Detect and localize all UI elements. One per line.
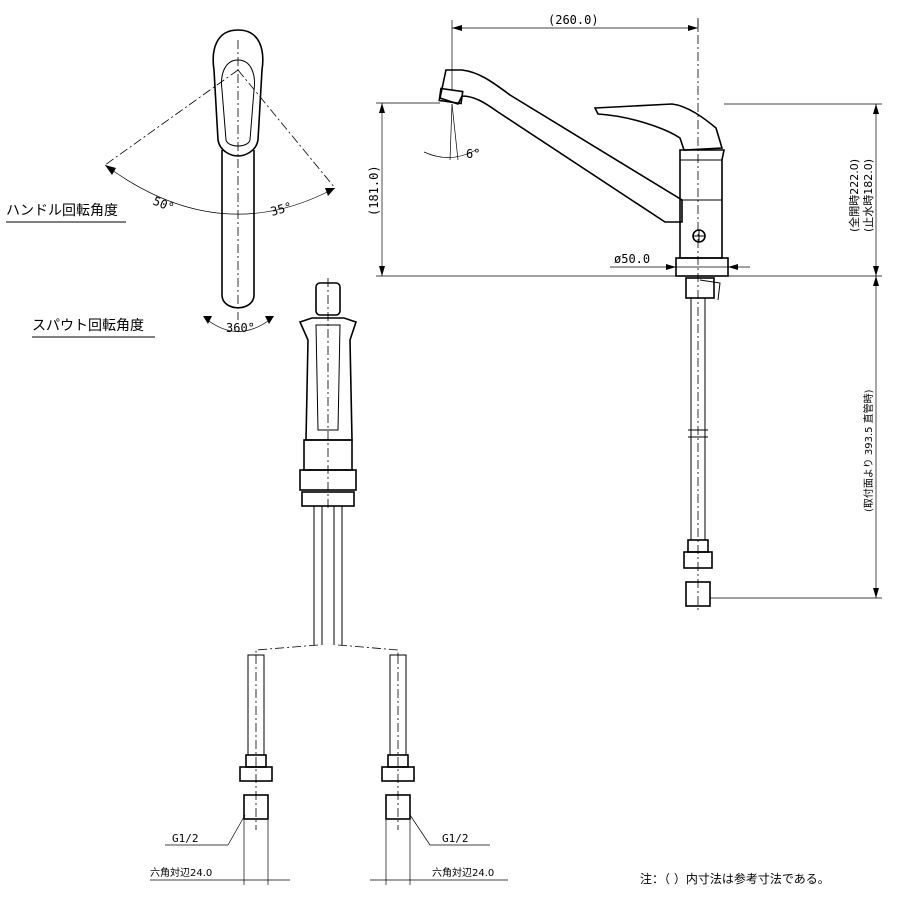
tilt-angle-label: 6° <box>466 147 480 161</box>
side-shank <box>685 277 715 299</box>
diameter-label: ø50.0 <box>614 252 650 266</box>
dia-arrow-left <box>666 264 676 270</box>
spout-arc-arrow-left <box>203 316 212 324</box>
right-supply: G1/2 六角対辺24.0 <box>370 654 508 885</box>
total-open-label: (全開時222.0) <box>847 159 861 232</box>
arc-arrow-left <box>105 165 116 175</box>
stop-water-label: (止水時182.0) <box>862 159 875 232</box>
spout-arc <box>204 317 273 332</box>
height-arrow-top <box>379 103 385 113</box>
width-arrow-right <box>688 25 698 31</box>
angle-arc <box>104 164 336 215</box>
right-lower-arrow-bottom <box>873 588 879 598</box>
angle-left-label: 50° <box>151 194 176 215</box>
arc-arrow-right <box>325 188 335 196</box>
width-dim-label: (260.0) <box>548 13 599 27</box>
left-supply: G1/2 六角対辺24.0 <box>150 654 290 885</box>
angle-left-line <box>104 69 239 166</box>
spout-angle-label: 360° <box>226 321 255 335</box>
side-view: 6° (260.0) (181.0) ø50.0 (全開時222.0) (止水時… <box>367 13 882 610</box>
water-flow-1 <box>449 103 453 161</box>
water-flow-2 <box>451 103 459 161</box>
angle-right-line <box>237 69 336 189</box>
right-leader <box>409 814 431 846</box>
tilt-arc <box>423 149 477 158</box>
height-dim-label: (181.0) <box>367 165 381 216</box>
side-spout-arm <box>439 69 683 223</box>
front-handle-body <box>298 317 358 441</box>
right-upper-arrow-top <box>873 104 879 114</box>
side-shank-detail <box>699 279 721 301</box>
side-nozzle <box>438 87 464 105</box>
right-hex-label: 六角対辺24.0 <box>432 866 494 879</box>
hose-split-dashed <box>255 644 399 655</box>
left-leader <box>227 814 246 846</box>
spout-rotation-label: スパウト回転角度 <box>32 318 144 334</box>
angle-right-label: 35° <box>269 199 294 218</box>
rotation-view: 50° 35° 360° ハンドル回転角度 スパウト回転角度 <box>6 29 336 338</box>
spout-arc-arrow-right <box>265 316 274 324</box>
front-view <box>255 278 399 655</box>
hose-length-label: (取付面より 393.5 直管時) <box>862 389 875 512</box>
height-arrow-bottom <box>379 266 385 276</box>
front-handle-inner <box>315 324 341 431</box>
left-thread-label: G1/2 <box>172 832 199 845</box>
right-thread-label: G1/2 <box>442 832 469 845</box>
dia-arrow-right <box>728 264 738 270</box>
side-handle-lever <box>593 103 724 151</box>
reference-note: 注：（ ）内寸法は参考寸法である。 <box>640 871 830 886</box>
width-arrow-left <box>452 25 462 31</box>
right-upper-arrow-bottom <box>873 266 879 276</box>
right-lower-arrow-top <box>873 276 879 286</box>
left-hex-label: 六角対辺24.0 <box>150 866 212 879</box>
handle-rotation-label: ハンドル回転角度 <box>6 203 118 219</box>
